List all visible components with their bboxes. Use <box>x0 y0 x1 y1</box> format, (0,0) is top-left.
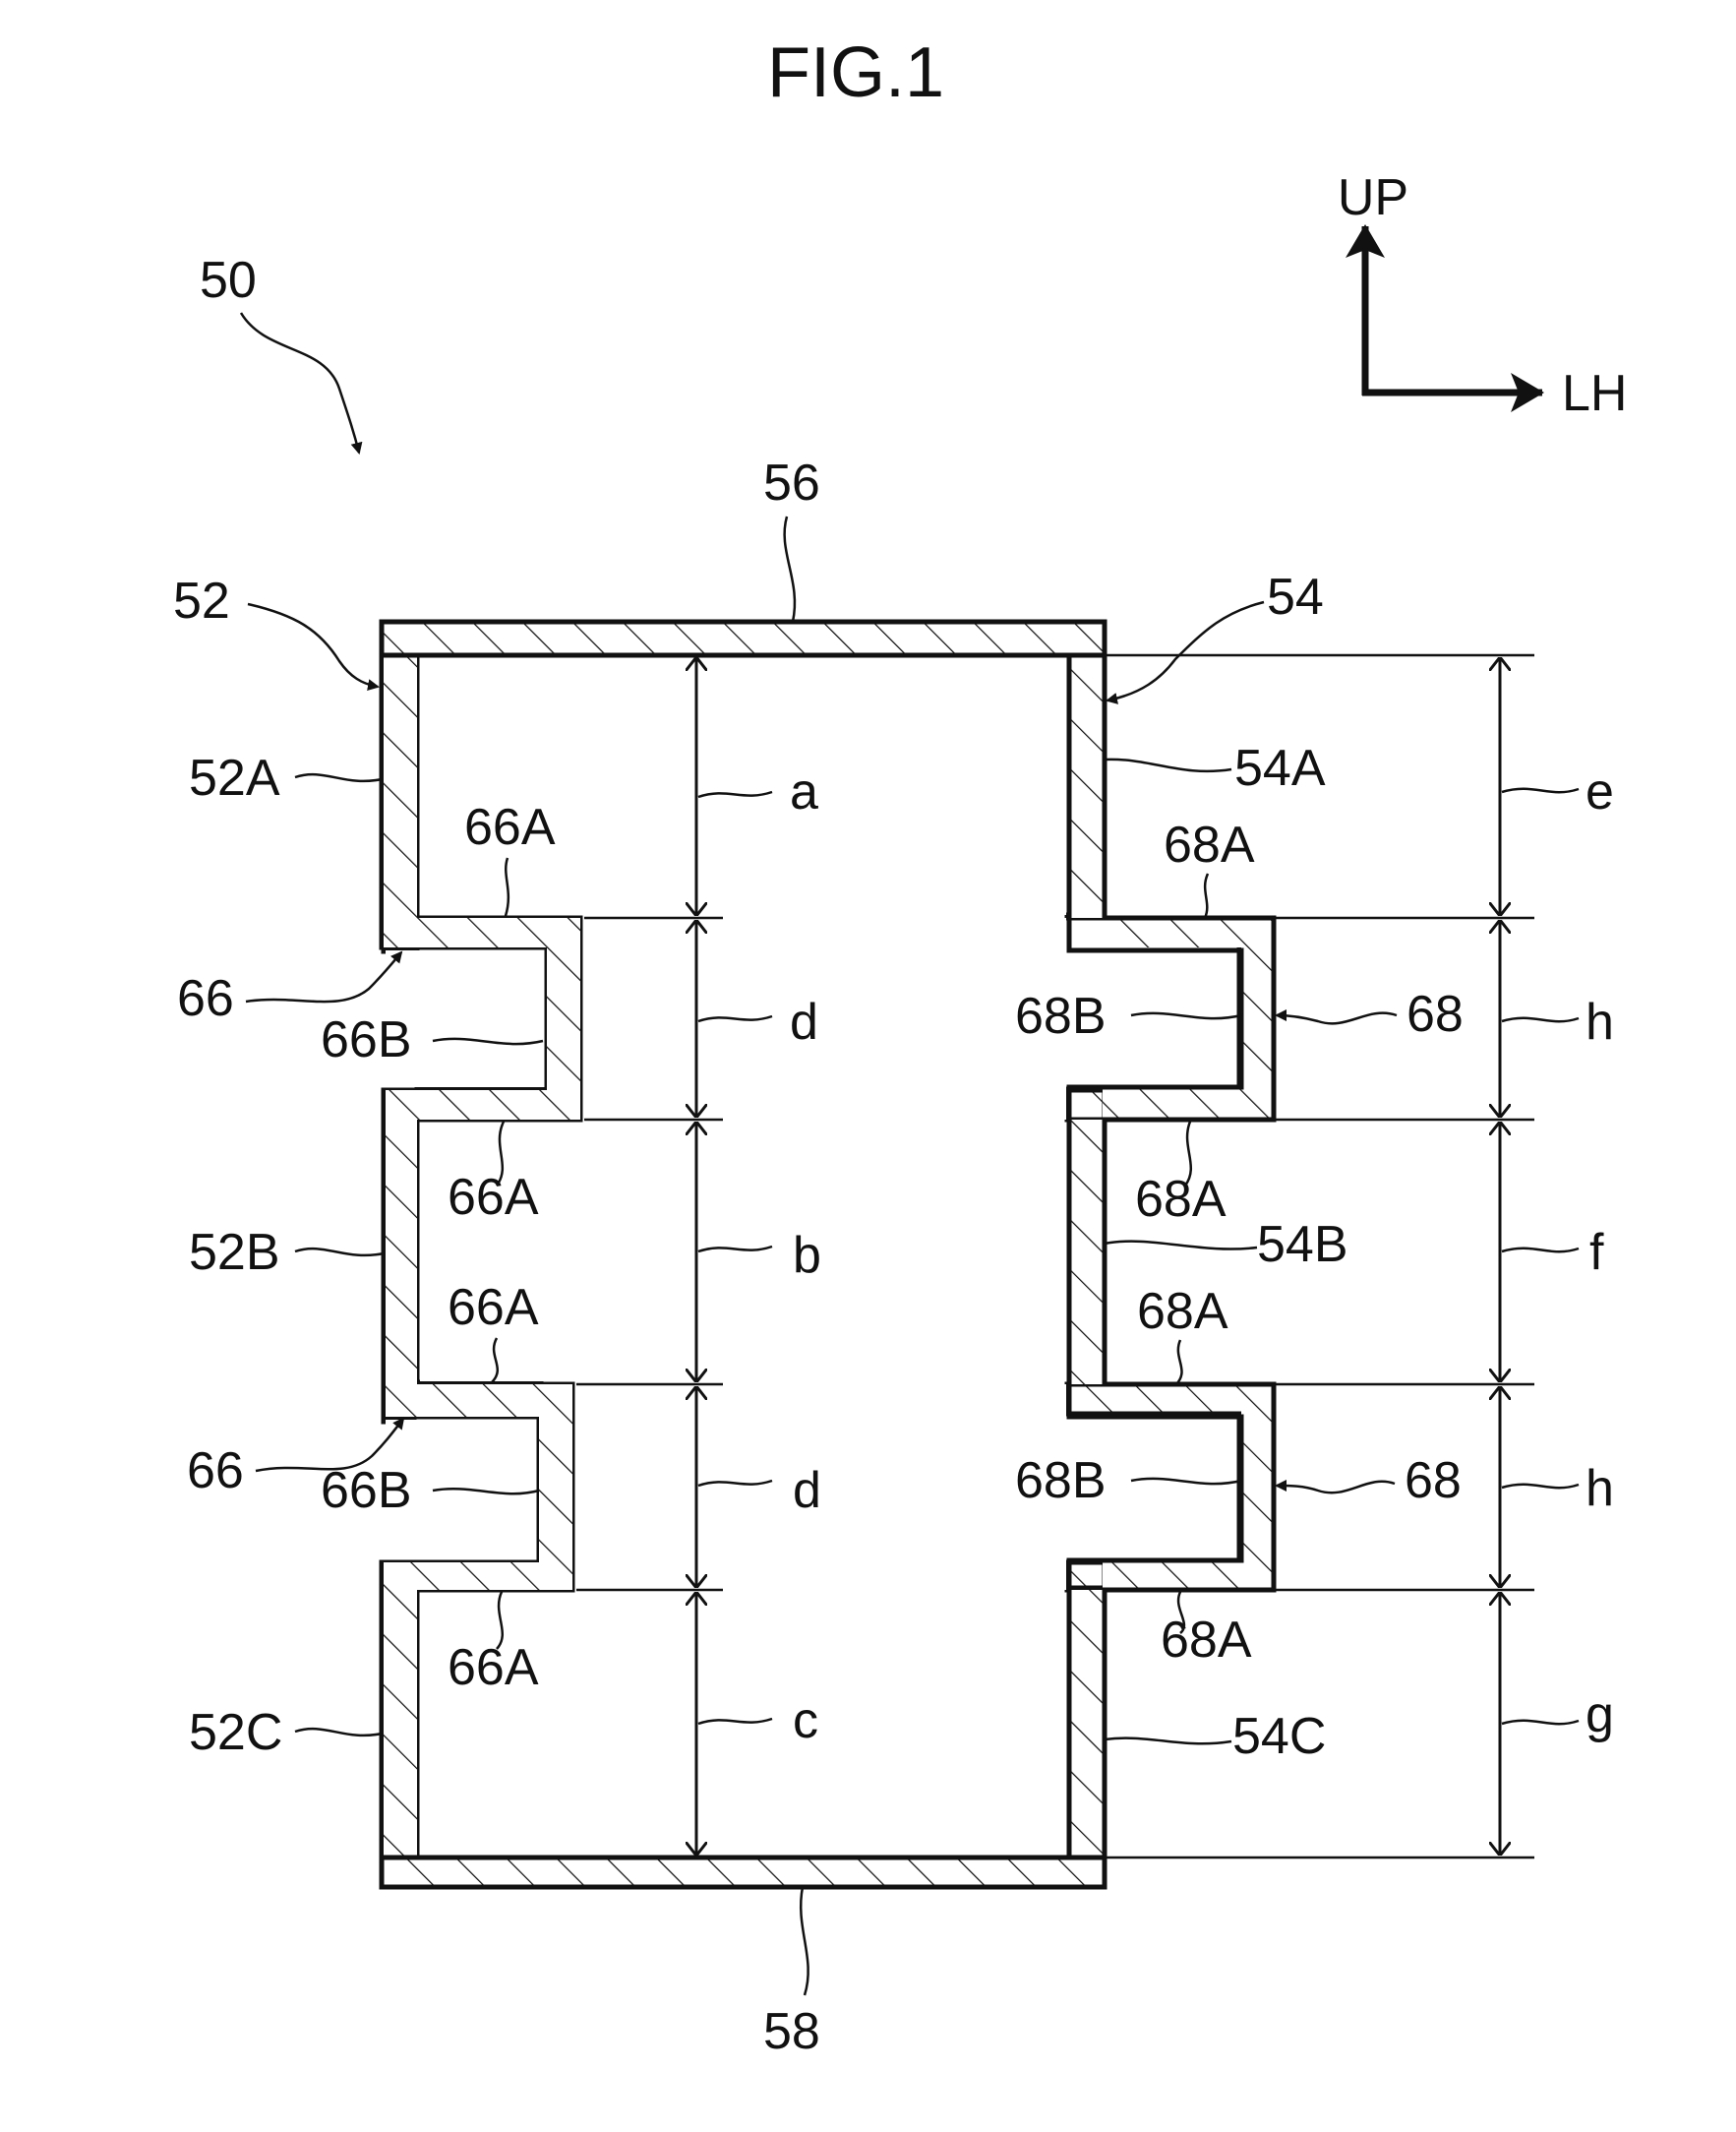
label-68B-1: 68B <box>1015 988 1107 1045</box>
lh-label: LH <box>1562 365 1627 422</box>
label-68B-2: 68B <box>1015 1452 1107 1509</box>
label-68-upper: 68 <box>1407 986 1464 1043</box>
label-50: 50 <box>200 252 257 309</box>
label-66A-4: 66A <box>448 1639 539 1696</box>
dim-h-upper: h <box>1586 994 1614 1051</box>
label-66-lower: 66 <box>187 1442 244 1499</box>
label-54C: 54C <box>1232 1708 1326 1765</box>
up-label: UP <box>1338 169 1408 226</box>
label-52C: 52C <box>189 1704 282 1761</box>
label-52A: 52A <box>189 750 280 807</box>
label-56: 56 <box>763 455 820 512</box>
label-52B: 52B <box>189 1224 280 1281</box>
label-66A-3: 66A <box>448 1279 539 1336</box>
label-54A: 54A <box>1234 740 1326 797</box>
dim-e: e <box>1586 763 1614 821</box>
label-66-upper: 66 <box>177 970 234 1027</box>
label-54: 54 <box>1267 569 1324 626</box>
top-wall <box>382 622 1105 655</box>
dim-d-lower: d <box>793 1462 821 1519</box>
dim-g: g <box>1586 1686 1614 1743</box>
direction-indicator: UP LH <box>1338 169 1628 422</box>
label-66A-1: 66A <box>464 799 556 856</box>
dim-b: b <box>793 1227 821 1284</box>
right-wall-outline <box>1105 622 1274 1887</box>
dim-f: f <box>1589 1224 1604 1281</box>
dim-d-upper: d <box>790 994 818 1051</box>
label-68-lower: 68 <box>1405 1452 1462 1509</box>
figure-title: FIG.1 <box>767 33 944 112</box>
label-52: 52 <box>173 573 230 630</box>
dim-a: a <box>790 763 818 821</box>
label-66A-2: 66A <box>448 1169 539 1226</box>
label-68A-1: 68A <box>1164 817 1255 874</box>
label-58: 58 <box>763 2003 820 2060</box>
dim-h-lower: h <box>1586 1460 1614 1517</box>
right-wall-hatch <box>1069 624 1274 1885</box>
label-66B-2: 66B <box>321 1462 412 1519</box>
dim-c: c <box>793 1692 818 1749</box>
label-68A-4: 68A <box>1161 1612 1252 1669</box>
label-68A-2: 68A <box>1135 1171 1227 1228</box>
leader-50 <box>241 313 359 453</box>
label-68A-3: 68A <box>1137 1283 1228 1340</box>
label-54B: 54B <box>1257 1216 1348 1273</box>
bottom-wall <box>382 1858 1105 1887</box>
label-66B-1: 66B <box>321 1011 412 1068</box>
